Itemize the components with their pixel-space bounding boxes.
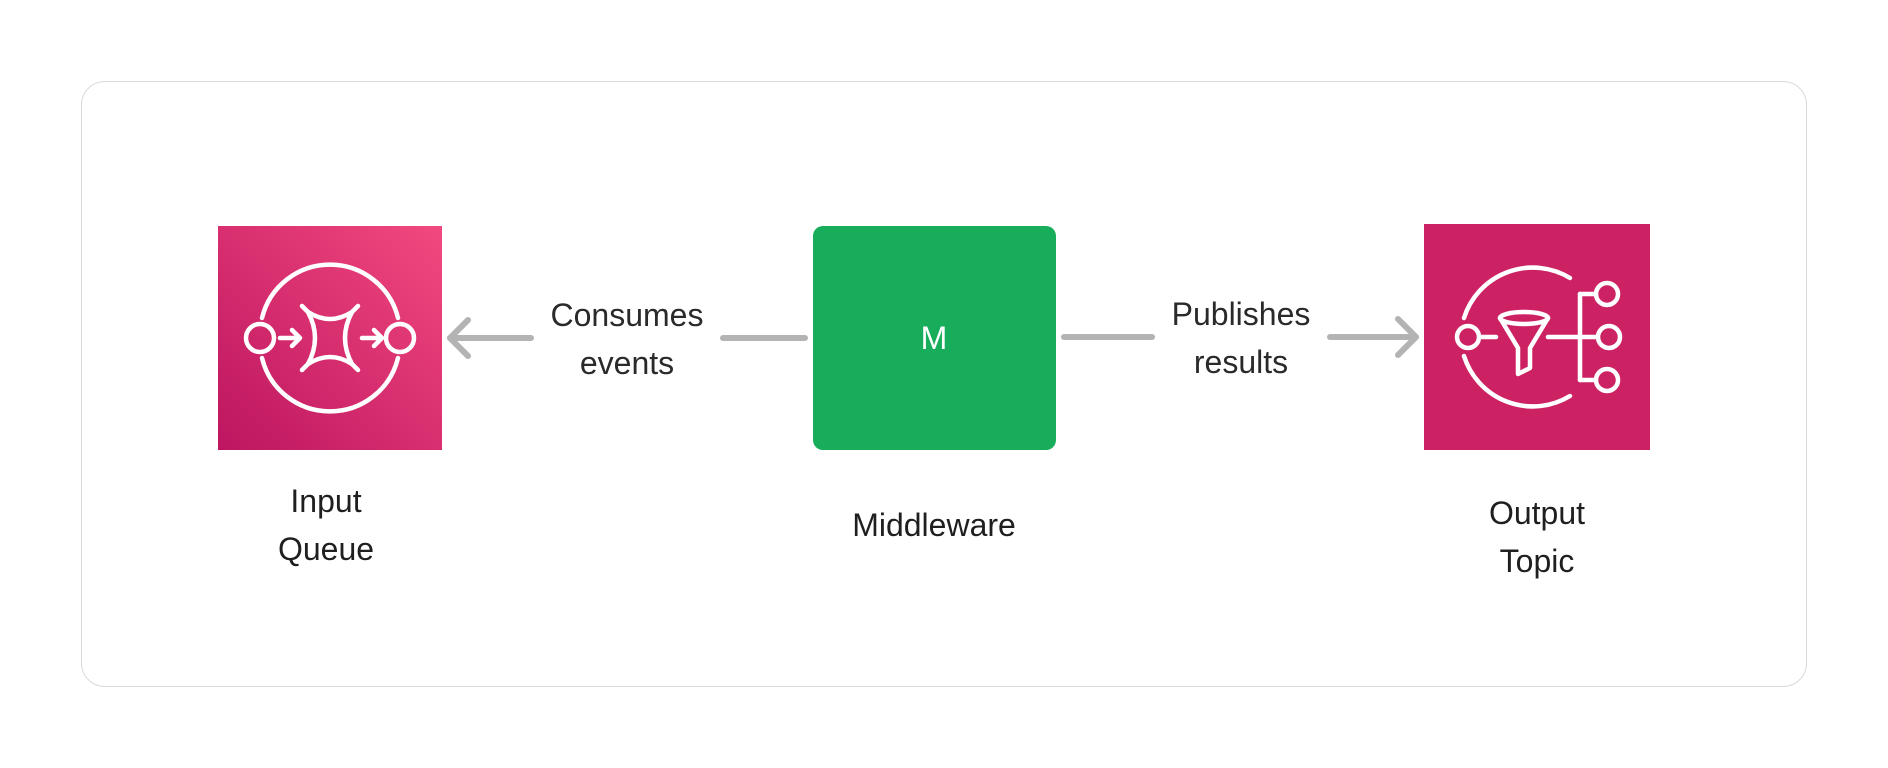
middleware-box: M <box>813 226 1056 450</box>
sqs-queue-icon <box>218 226 442 450</box>
edge-publishes-label: Publishes results <box>1171 296 1311 380</box>
input-queue-label: Input Queue <box>277 483 375 567</box>
middleware-label: Middleware <box>852 507 1016 543</box>
edge-consumes-label: Consumes events <box>550 297 704 381</box>
output-topic-label: Output Topic <box>1488 495 1586 579</box>
middleware-glyph: M <box>920 319 949 356</box>
sns-topic-icon <box>1424 224 1650 450</box>
